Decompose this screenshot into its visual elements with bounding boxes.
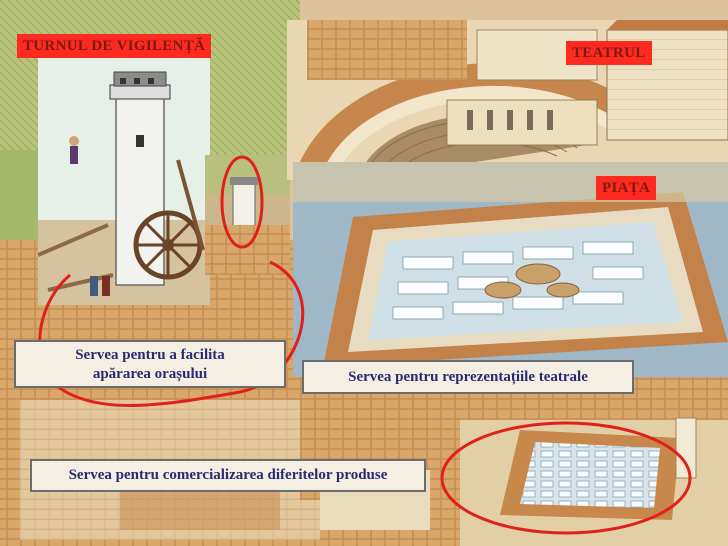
small-tower-panel: [205, 155, 290, 275]
theatre-label: TEATRUL: [566, 41, 652, 65]
tower-caption-line2: apărarea orașului: [92, 366, 208, 382]
tower-caption: Servea pentru a facilita apărarea orașul…: [14, 340, 286, 388]
tower-panel: [38, 40, 210, 305]
market-panel: [293, 162, 728, 377]
tower-caption-line1: Servea pentru a facilita: [75, 347, 225, 363]
theatre-panel: [287, 20, 728, 180]
tower-label: TURNUL DE VIGILENȚĂ: [17, 34, 212, 58]
theatre-caption: Servea pentru reprezentațiile teatrale: [302, 360, 634, 394]
market-caption: Servea pentru comercializarea diferitelo…: [30, 459, 426, 492]
market-label: PIAȚA: [596, 176, 657, 200]
